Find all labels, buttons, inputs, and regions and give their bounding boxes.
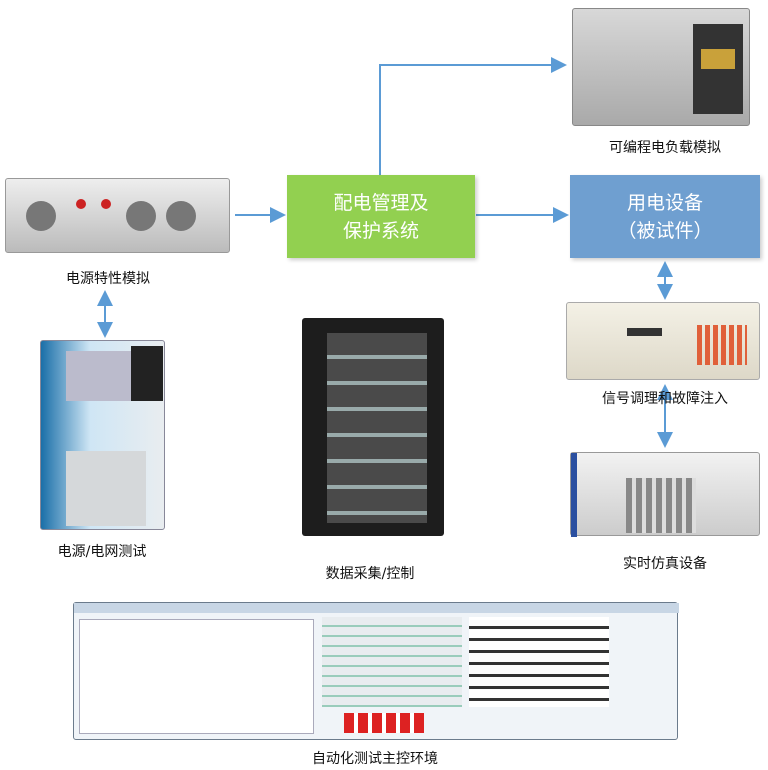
dut-line1: 用电设备: [626, 191, 703, 214]
power-distribution-block: 配电管理及保护系统: [287, 175, 475, 258]
device-under-test-block: 用电设备 （被试件）: [570, 175, 760, 258]
grid-test-label: 电源/电网测试: [57, 544, 147, 560]
host-label: 自动化测试主控环境: [312, 751, 438, 767]
daq-label: 数据采集/控制: [325, 566, 415, 582]
pdm-line2: 保护系统: [342, 219, 419, 242]
dut-line2: （被试件）: [617, 219, 713, 242]
signal-conditioner-photo: [566, 302, 760, 380]
pdm-line1: 配电管理及: [333, 191, 429, 214]
grid-test-cabinet-photo: [40, 340, 165, 530]
rt-sim-label: 实时仿真设备: [623, 556, 707, 572]
daq-cabinet-photo: [302, 318, 444, 536]
load-sim-label: 可编程电负载模拟: [609, 140, 721, 156]
arrow-pdm-to-load: [379, 57, 567, 175]
signal-label: 信号调理和故障注入: [602, 391, 728, 407]
programmable-load-photo: [572, 8, 750, 126]
power-sim-label: 电源特性模拟: [66, 271, 150, 287]
host-software-screenshot: [73, 602, 679, 740]
power-supply-photo: [5, 178, 230, 253]
realtime-target-photo: [570, 452, 760, 537]
